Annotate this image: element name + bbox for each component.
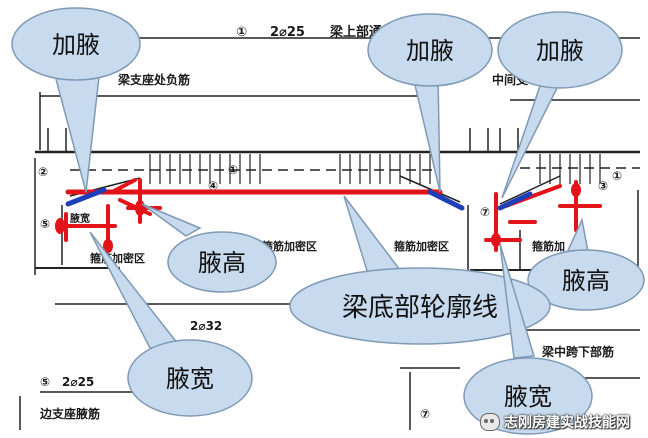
callout-height-r: [527, 249, 645, 311]
callout-tail-width-r: [499, 243, 535, 359]
callout-tail-width-l: [89, 231, 180, 349]
callout-label-haunch-tm: 加腋: [406, 37, 454, 65]
drawing-mark-1: ①: [236, 25, 247, 40]
callout-tail-contour: [343, 195, 402, 275]
drawing-mark-3: ③: [598, 179, 608, 193]
callout-tail-haunch-tl: [51, 63, 101, 193]
callout-label-height-r: 腋高: [562, 267, 610, 295]
drawing-side-rebar: 边支座腋筋: [39, 406, 100, 421]
callout-label-haunch-tr: 加腋: [536, 37, 584, 65]
callout-width-l: [127, 339, 253, 417]
drawing-linework: [19, 37, 640, 430]
drawing-bar-bottom: 2⌀32: [190, 319, 222, 333]
callout-tail-height-l: [141, 203, 202, 237]
callout-label-width-r: 腋宽: [504, 383, 552, 411]
drawing-mark-7b: ⑦: [420, 407, 430, 421]
drawing-mark-2: ②: [38, 165, 48, 179]
callout-label-height-l: 腋高: [198, 249, 246, 277]
wechat-icon: [480, 413, 500, 431]
callout-haunch-tl: [11, 7, 141, 81]
callout-height-l: [167, 231, 277, 293]
callout-tail-haunch-tm: [411, 71, 441, 193]
callout-contour: [289, 267, 551, 345]
drawing-mark-4: ④: [208, 179, 218, 193]
watermark: 志刚房建实战技能网: [480, 412, 630, 432]
drawing-mark-5b: ⑤: [40, 375, 50, 389]
drawing-zone-left: 箍筋加密区: [90, 251, 145, 265]
callout-label-width-l: 腋宽: [166, 365, 214, 393]
drawing-bar-top: 2⌀25: [270, 25, 305, 40]
drawing-support-neg: 梁支座处负筋: [117, 72, 190, 87]
callout-haunch-tm: [367, 13, 493, 87]
drawing-mark-5: ⑤: [40, 217, 50, 231]
drawing-mark-7: ⑦: [480, 205, 490, 219]
drawing-top-bars: 梁上部通: [329, 24, 382, 40]
callout-label-contour: 梁底部轮廓线: [342, 293, 498, 323]
callout-haunch-tr: [497, 11, 623, 89]
drawing-haunch-width-small: 腋宽: [70, 212, 90, 225]
drawing-zone-right-2: 箍筋加: [532, 239, 565, 253]
haunch-markers: [65, 187, 533, 211]
drawing-zone-mid: 箍筋加密区: [262, 239, 317, 253]
watermark-text: 志刚房建实战技能网: [504, 415, 630, 431]
drawing-bottom-mid: 梁中跨下部筋: [541, 344, 614, 359]
callout-label-haunch-tl: 加腋: [52, 31, 100, 59]
drawing-bar-side: 2⌀25: [62, 375, 94, 389]
callout-tail-haunch-tr: [501, 68, 568, 199]
drawing-mark-1b: ①: [228, 163, 238, 177]
callouts: [11, 7, 645, 435]
drawing-zone-right-1: 箍筋加密区: [394, 239, 449, 253]
drawing-mark-1c: ①: [612, 169, 622, 183]
